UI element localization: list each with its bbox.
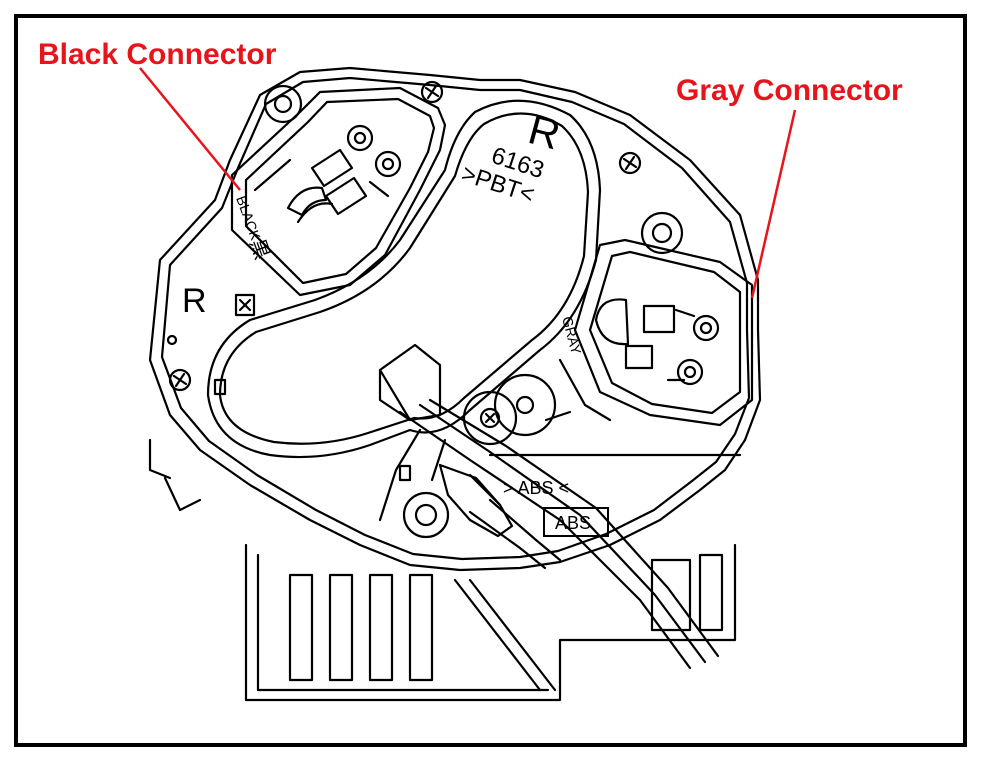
rotor-cover [206, 99, 602, 459]
gray-connector-callout: Gray Connector [676, 74, 903, 107]
black-connector [230, 86, 447, 297]
abs-box-frame [543, 507, 609, 537]
mount-bracket [244, 543, 737, 702]
abs-box-marking: ABS [555, 513, 591, 533]
black-connector-leader [139, 67, 241, 191]
gray-connector [573, 238, 754, 427]
gray-connector-label: GRAY [559, 315, 585, 357]
shaft-and-harness [378, 343, 742, 670]
callout-leaders [139, 67, 797, 299]
left-r-marking: R [182, 282, 207, 320]
gray-connector-leader [750, 109, 797, 299]
abs-marking: > ABS < [503, 478, 569, 498]
diagram-frame [14, 14, 967, 747]
black-connector-callout: Black Connector [38, 38, 277, 71]
